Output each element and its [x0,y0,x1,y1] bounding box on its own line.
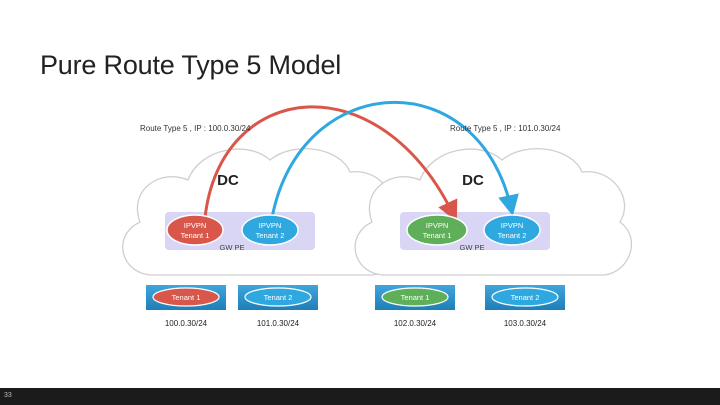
left-tenant1-label: Tenant 1 [172,293,201,302]
left-gw-pe-label: GW PE [219,243,244,252]
left-dc-label: DC [217,172,239,189]
right-tenant1-label: Tenant 1 [401,293,430,302]
right-tenant1-oval [381,287,449,307]
page-title: Pure Route Type 5 Model [40,50,342,80]
right-vrf-tenant2[interactable] [483,214,541,246]
page-number: 33 [4,392,12,399]
left-vrf-tenant2-line2: Tenant 2 [256,231,285,240]
right-dc-label: DC [462,172,484,189]
red-route-arc [203,105,458,222]
right-tenant2-oval [491,287,559,307]
right-tenant2-label: Tenant 2 [511,293,540,302]
left-vrf-tenant1-line2: Tenant 1 [181,231,210,240]
left-vrf-tenant2[interactable] [241,214,299,246]
left-tenant2-oval [244,287,312,307]
left-tenant1-oval [152,287,220,307]
right-datacenter-cloud [354,148,633,276]
right-vrf-tenant2-line1: IPVPN [501,221,524,230]
left-tenant1-subnet: 100.0.30/24 [165,319,208,328]
right-gw-pe-label: GW PE [459,243,484,252]
right-tenant1-subnet: 102.0.30/24 [394,319,437,328]
right-vrf-tenant2-line2: Tenant 2 [498,231,527,240]
blue-route-arc [270,100,519,219]
left-vrf-tenant1[interactable] [166,214,224,246]
right-vrf-tenant1-line1: IPVPN [426,221,449,230]
left-vrf-tenant2-line1: IPVPN [259,221,282,230]
right-vrf-tenant1[interactable] [406,214,468,246]
footer-bar: 33 [0,388,720,405]
route-right-label: Route Type 5 , IP : 101.0.30/24 [450,124,561,133]
left-tenant2-subnet: 101.0.30/24 [257,319,300,328]
right-vrf-tenant1-line2: Tenant 1 [423,231,452,240]
right-tenant2-subnet: 103.0.30/24 [504,319,547,328]
route-left-label: Route Type 5 , IP : 100.0.30/24 [140,124,251,133]
left-tenant2-label: Tenant 2 [264,293,293,302]
left-vrf-tenant1-line1: IPVPN [184,221,207,230]
